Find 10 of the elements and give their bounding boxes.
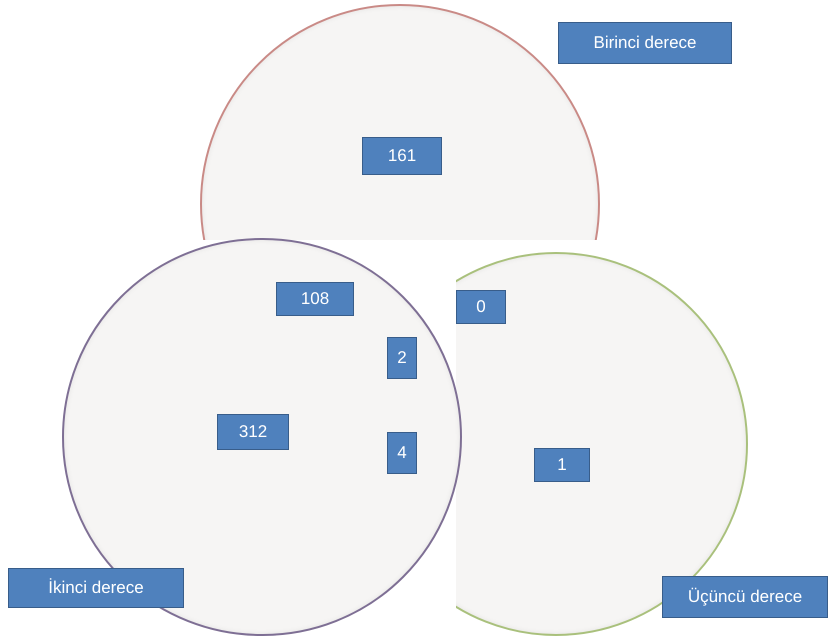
count-label: Birinci derece bbox=[558, 22, 732, 64]
count-label: 0 bbox=[456, 290, 506, 324]
count-label: 2 bbox=[387, 337, 417, 379]
count-label: Üçüncü derece bbox=[662, 576, 828, 618]
count-label: 1 bbox=[534, 448, 590, 482]
count-label: 312 bbox=[217, 414, 289, 450]
count-label: 4 bbox=[387, 432, 417, 474]
count-label: 161 bbox=[362, 137, 442, 175]
count-label: İkinci derece bbox=[8, 568, 184, 608]
count-label: 108 bbox=[276, 282, 354, 316]
